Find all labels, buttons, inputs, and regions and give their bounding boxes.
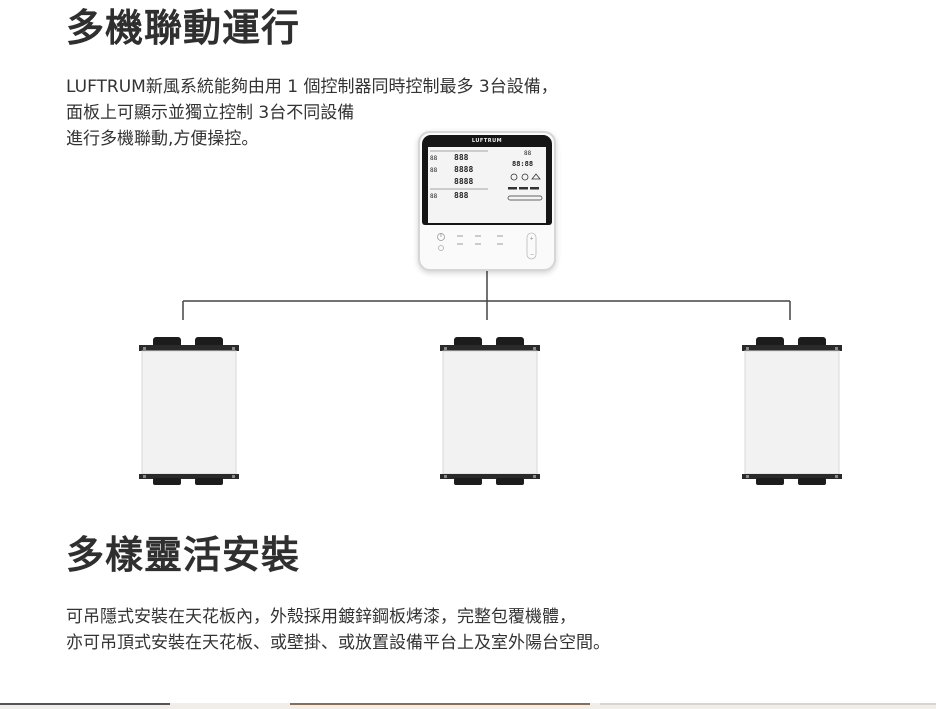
wall-controller: LUFTRUM 88 888 88 8888 8888 88 888 88 88… — [418, 131, 556, 271]
controller-button-panel: + − — [420, 229, 554, 269]
down-icon: − — [530, 252, 534, 258]
mode-icon — [510, 173, 518, 181]
lcd-readout: 88 — [430, 193, 438, 200]
section-description-multi-unit: LUFTRUM新風系統能夠由用 1 個控制器同時控制最多 3台設備， 面板上可顯… — [66, 74, 626, 152]
ventilation-unit — [742, 337, 842, 485]
section-title-flexible-install: 多樣靈活安裝 — [66, 533, 301, 577]
up-icon: + — [530, 236, 534, 242]
lcd-readout: 8888 — [454, 177, 473, 186]
fan-icon — [521, 173, 529, 181]
section-title-multi-unit: 多機聯動運行 — [66, 6, 301, 50]
description-line: 進行多機聯動,方便操控。 — [66, 129, 259, 149]
lcd-readout: 88 — [430, 167, 438, 174]
volume-rocker — [526, 232, 537, 260]
lcd-readout: 888 — [454, 191, 469, 200]
ventilation-unit — [139, 337, 239, 485]
description-line: 面板上可顯示並獨立控制 3台不同設備 — [66, 103, 355, 123]
description-line: LUFTRUM新風系統能夠由用 1 個控制器同時控制最多 3台設備， — [66, 77, 558, 97]
description-line: 亦可吊頂式安裝在天花板、或壁掛、或放置設備平台上及室外陽台空間。 — [66, 633, 610, 653]
lcd-readout: 88 — [430, 155, 438, 162]
description-line: 可吊隱式安裝在天花板內，外殼採用鍍鋅鋼板烤漆，完整包覆機體， — [66, 607, 576, 627]
ventilation-unit — [440, 337, 540, 485]
lcd-display: 88 888 88 8888 8888 88 888 88 88:88 — [428, 147, 546, 223]
lcd-readout: 8888 — [454, 165, 473, 174]
lcd-readout: 88:88 — [512, 160, 533, 168]
controller-screen-frame: LUFTRUM 88 888 88 8888 8888 88 888 88 88… — [422, 135, 552, 225]
bottom-image-edge — [0, 703, 936, 709]
lcd-readout: 88 — [524, 150, 532, 157]
controller-brand: LUFTRUM — [471, 138, 503, 144]
lcd-readout: 888 — [454, 153, 469, 162]
home-icon — [531, 173, 541, 180]
section-description-flexible-install: 可吊隱式安裝在天花板內，外殼採用鍍鋅鋼板烤漆，完整包覆機體， 亦可吊頂式安裝在天… — [66, 604, 866, 656]
